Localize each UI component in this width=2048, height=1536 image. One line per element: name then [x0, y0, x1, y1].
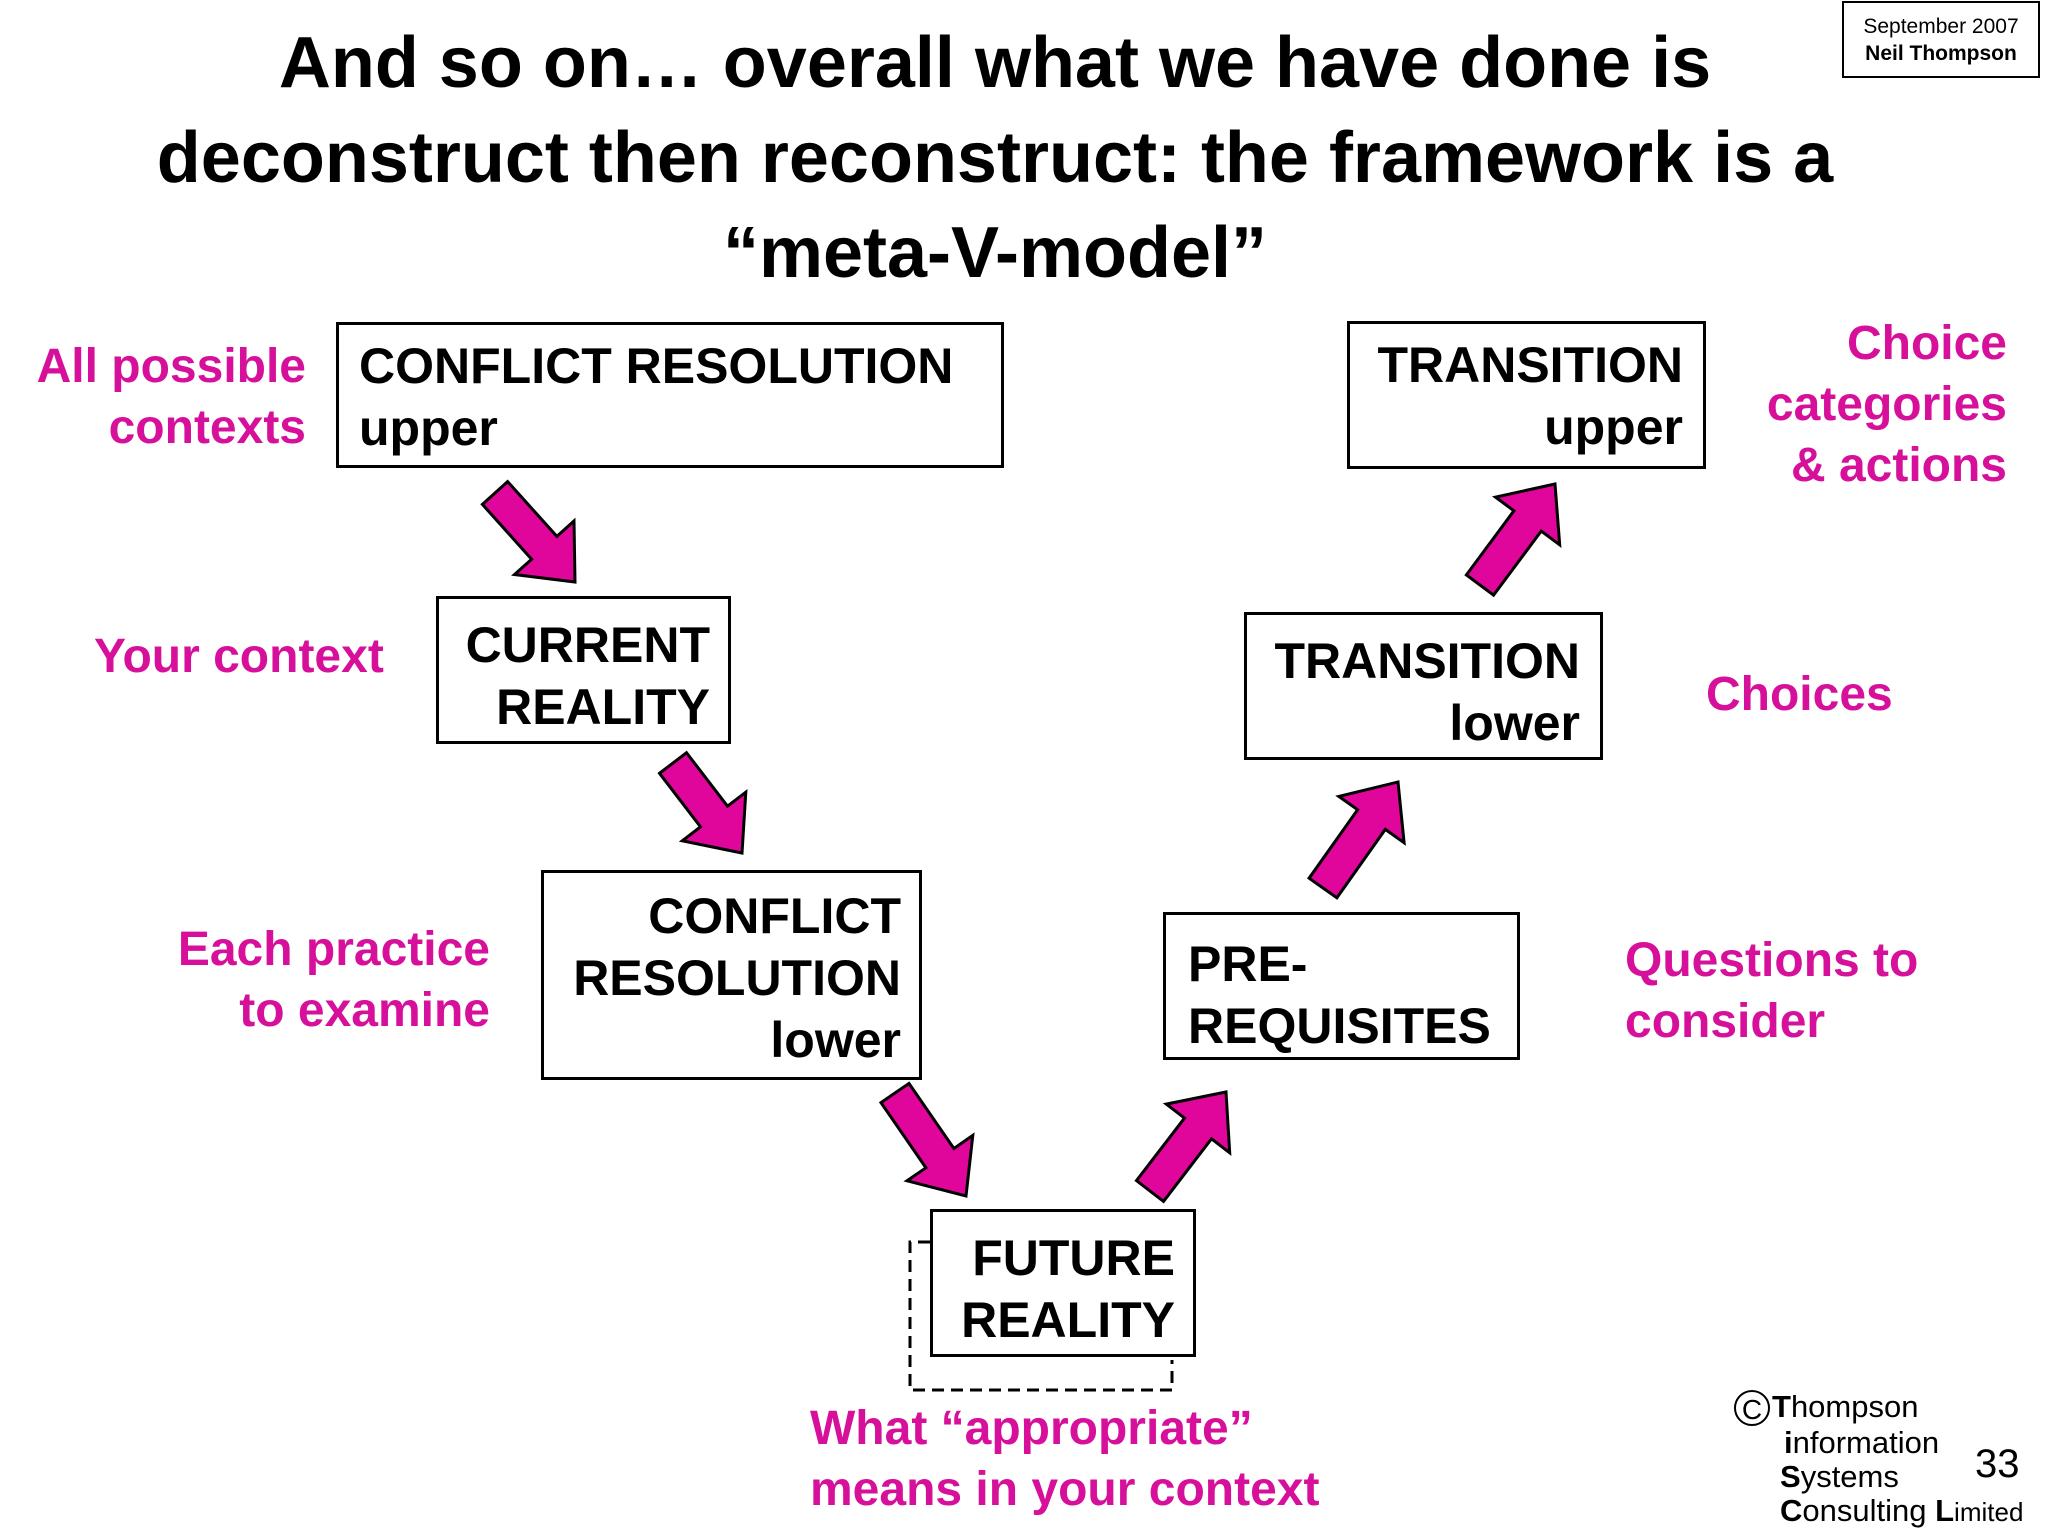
box-line: CONFLICT RESOLUTION	[359, 338, 954, 394]
box-line: TRANSITION	[1274, 633, 1580, 689]
date-author-box: September 2007 Neil Thompson	[1842, 1, 2040, 78]
logo-cap: i	[1784, 1425, 1793, 1460]
logo-cap: C	[1780, 1493, 1803, 1528]
box-line: TRANSITION	[1377, 337, 1683, 393]
annotation-line: All possible	[36, 340, 306, 393]
slide-title: And so on… overall what we have done is …	[40, 16, 1950, 301]
annotation-line: consider	[1625, 995, 1826, 1048]
arrow-future-to-prerequisites	[1134, 1090, 1232, 1204]
logo-text: imited	[1954, 1497, 2024, 1527]
box-line: upper	[359, 400, 498, 456]
box-future-reality: FUTURE REALITY	[930, 1209, 1196, 1357]
box-line: lower	[770, 1012, 901, 1068]
box-conflict-resolution-lower: CONFLICT RESOLUTION lower	[541, 870, 922, 1080]
annotation-line: contexts	[108, 401, 306, 454]
annotation-line: categories	[1766, 378, 2007, 431]
annotation-line: Each practice	[177, 923, 490, 976]
annotation-line: Your context	[94, 630, 384, 683]
box-line: REQUISITES	[1188, 998, 1491, 1054]
box-prerequisites: PRE- REQUISITES	[1163, 912, 1520, 1060]
annotation-your-context: Your context	[94, 626, 384, 687]
annotation-each-practice: Each practice to examine	[60, 919, 490, 1041]
annotation-choice-categories-actions: Choice categories & actions	[1700, 313, 2007, 496]
date-text: September 2007	[1863, 15, 2019, 38]
page-number: 33	[1975, 1442, 2020, 1486]
annotation-line: & actions	[1790, 439, 2007, 492]
logo-text: nformation	[1792, 1425, 1940, 1460]
logo-cap: L	[1935, 1493, 1955, 1528]
box-line: PRE-	[1188, 936, 1308, 992]
box-current-reality: CURRENT REALITY	[436, 596, 731, 744]
logo-cap: S	[1780, 1459, 1801, 1494]
box-line: RESOLUTION	[573, 950, 901, 1006]
box-line: CONFLICT	[648, 888, 901, 944]
logo-line-3: Systems	[1734, 1460, 2034, 1494]
box-line: REALITY	[961, 1292, 1175, 1348]
annotation-line: Questions to	[1625, 934, 1919, 987]
annotation-line: What “appropriate”	[810, 1402, 1253, 1455]
logo-text: ystems	[1800, 1459, 1899, 1494]
box-line: lower	[1449, 695, 1580, 751]
arrow-current-to-conflict-lower	[657, 750, 748, 855]
title-line-2: deconstruct then reconstruct: the framew…	[156, 118, 1834, 198]
annotation-line: means in your context	[810, 1463, 1320, 1516]
box-line: upper	[1544, 399, 1683, 455]
box-line: FUTURE	[972, 1230, 1175, 1286]
logo-line-4: Consulting Limited	[1734, 1494, 2034, 1529]
arrow-prerequisites-to-transition-lower	[1307, 780, 1406, 900]
logo-cap: T	[1772, 1389, 1791, 1424]
arrow-conflict-to-current	[480, 479, 577, 584]
arrow-conflict-lower-to-future	[878, 1081, 975, 1198]
box-transition-lower: TRANSITION lower	[1244, 612, 1603, 760]
box-line: REALITY	[496, 679, 710, 735]
box-conflict-resolution-upper: CONFLICT RESOLUTION upper	[336, 322, 1004, 468]
annotation-what-appropriate-means: What “appropriate” means in your context	[810, 1398, 1319, 1520]
logo-text: hompson	[1790, 1389, 1919, 1424]
copyright-icon: C	[1734, 1390, 1770, 1426]
annotation-all-possible-contexts: All possible contexts	[0, 336, 306, 458]
arrow-transition-lower-to-upper	[1464, 482, 1562, 598]
box-transition-upper: TRANSITION upper	[1347, 321, 1706, 469]
annotation-line: Choices	[1706, 668, 1893, 721]
title-line-3: “meta-V-model”	[722, 213, 1268, 293]
annotation-line: to examine	[239, 984, 490, 1037]
logo-text: onsulting	[1802, 1493, 1936, 1528]
box-line: CURRENT	[465, 617, 710, 673]
annotation-choices: Choices	[1706, 664, 1893, 725]
annotation-questions-to-consider: Questions to consider	[1625, 930, 1918, 1052]
title-line-1: And so on… overall what we have done is	[278, 23, 1712, 103]
logo-line-2: information	[1734, 1426, 2034, 1460]
dashed-bracket	[908, 1240, 1174, 1392]
author-text: Neil Thompson	[1865, 42, 2017, 65]
annotation-line: Choice	[1846, 317, 2007, 370]
